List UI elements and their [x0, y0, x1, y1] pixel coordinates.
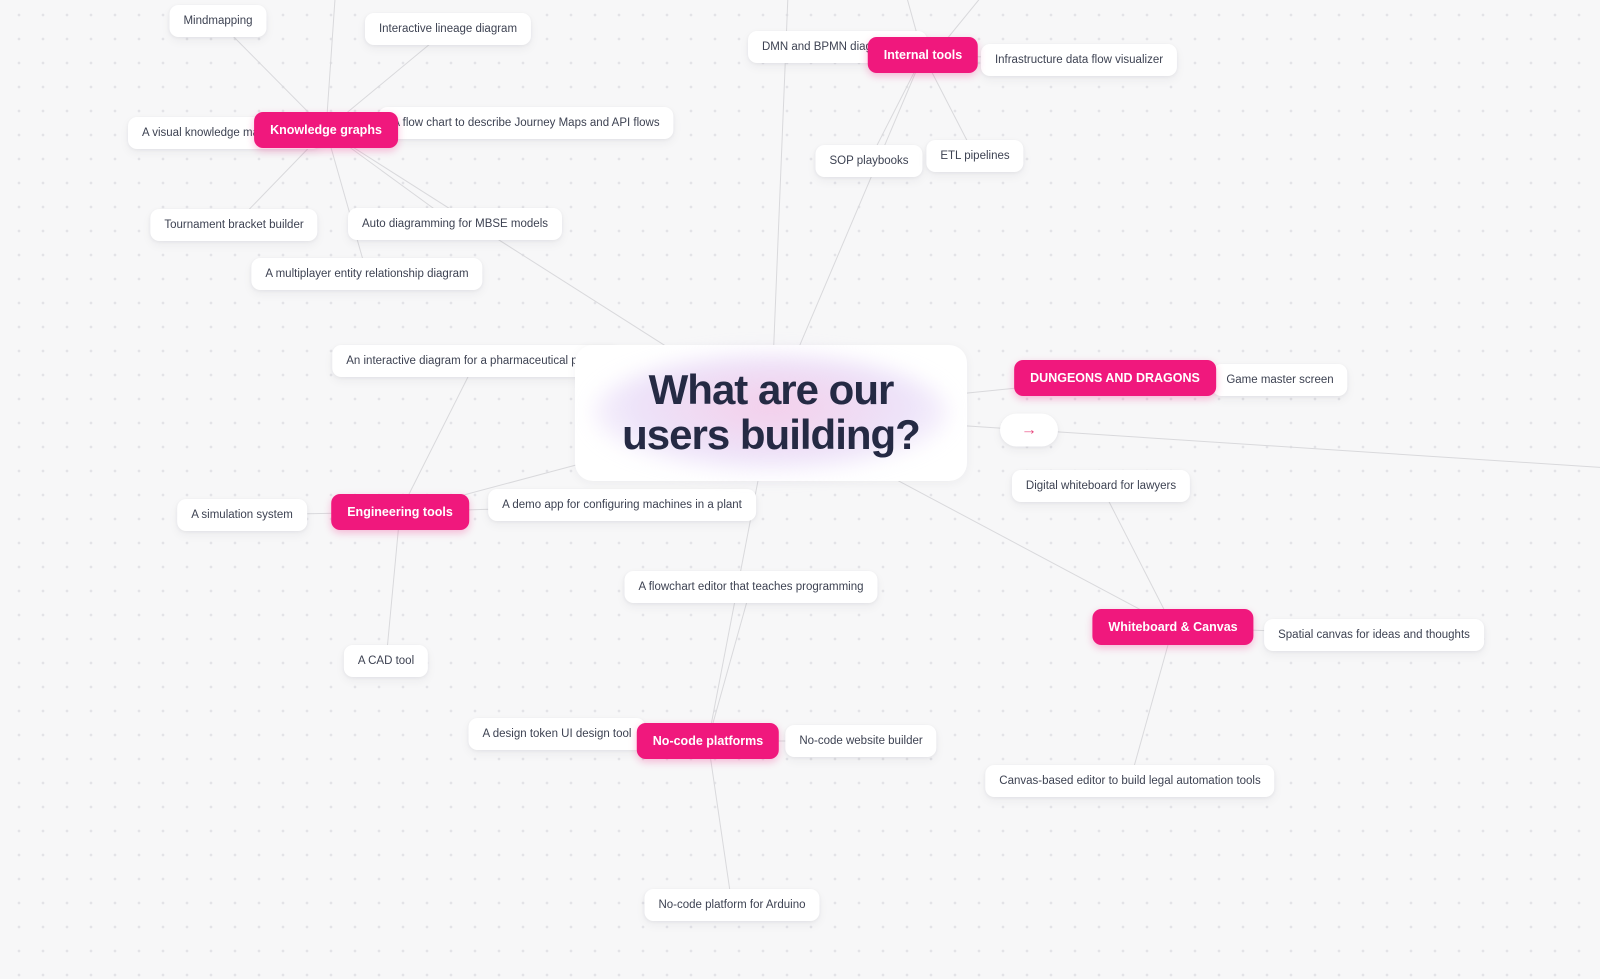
- leaf-node-etl-pipelines[interactable]: ETL pipelines: [926, 140, 1024, 172]
- category-node-internal-tools[interactable]: Internal tools: [867, 37, 979, 73]
- leaf-node-flowchart-teaches[interactable]: A flowchart editor that teaches programm…: [624, 571, 878, 603]
- category-node-whiteboard-canvas[interactable]: Whiteboard & Canvas: [1092, 609, 1254, 645]
- leaf-node-lawyers-whiteboard[interactable]: Digital whiteboard for lawyers: [1011, 470, 1191, 502]
- right-arrow-icon: →: [1021, 421, 1037, 438]
- leaf-node-mindmapping[interactable]: Mindmapping: [169, 5, 267, 37]
- leaf-node-arduino[interactable]: No-code platform for Arduino: [644, 889, 820, 921]
- leaf-node-game-master[interactable]: Game master screen: [1212, 364, 1348, 396]
- category-node-knowledge-graphs[interactable]: Knowledge graphs: [254, 112, 398, 148]
- central-topic-title: What are our users building?: [622, 366, 921, 458]
- leaf-node-mbse-models[interactable]: Auto diagramming for MBSE models: [348, 208, 562, 240]
- category-node-engineering-tools[interactable]: Engineering tools: [331, 494, 469, 530]
- central-topic-node[interactable]: What are our users building?: [575, 345, 967, 481]
- category-node-dungeons-and-dragons[interactable]: DUNGEONS AND DRAGONS: [1014, 360, 1216, 396]
- leaf-node-tournament-bracket[interactable]: Tournament bracket builder: [150, 209, 318, 241]
- leaf-node-website-builder[interactable]: No-code website builder: [785, 725, 937, 757]
- leaf-node-infrastructure-visualizer[interactable]: Infrastructure data flow visualizer: [980, 44, 1178, 76]
- leaf-node-multiplayer-erd[interactable]: A multiplayer entity relationship diagra…: [251, 258, 483, 290]
- collapsed-branch-pill[interactable]: →: [1000, 413, 1058, 447]
- leaf-node-sop-playbooks[interactable]: SOP playbooks: [815, 145, 923, 177]
- leaf-node-journey-maps[interactable]: A flow chart to describe Journey Maps an…: [378, 107, 674, 139]
- leaf-node-pharma-project[interactable]: An interactive diagram for a pharmaceuti…: [332, 345, 620, 377]
- leaf-node-demo-app[interactable]: A demo app for configuring machines in a…: [488, 489, 756, 521]
- leaf-node-simulation-system[interactable]: A simulation system: [177, 499, 307, 531]
- leaf-node-legal-automation[interactable]: Canvas-based editor to build legal autom…: [985, 765, 1275, 797]
- category-node-nocode-platforms[interactable]: No-code platforms: [636, 723, 780, 759]
- leaf-node-spatial-canvas[interactable]: Spatial canvas for ideas and thoughts: [1264, 619, 1484, 651]
- leaf-node-cad-tool[interactable]: A CAD tool: [343, 645, 429, 677]
- leaf-node-interactive-lineage[interactable]: Interactive lineage diagram: [364, 13, 532, 45]
- leaf-node-design-token[interactable]: A design token UI design tool: [468, 718, 646, 750]
